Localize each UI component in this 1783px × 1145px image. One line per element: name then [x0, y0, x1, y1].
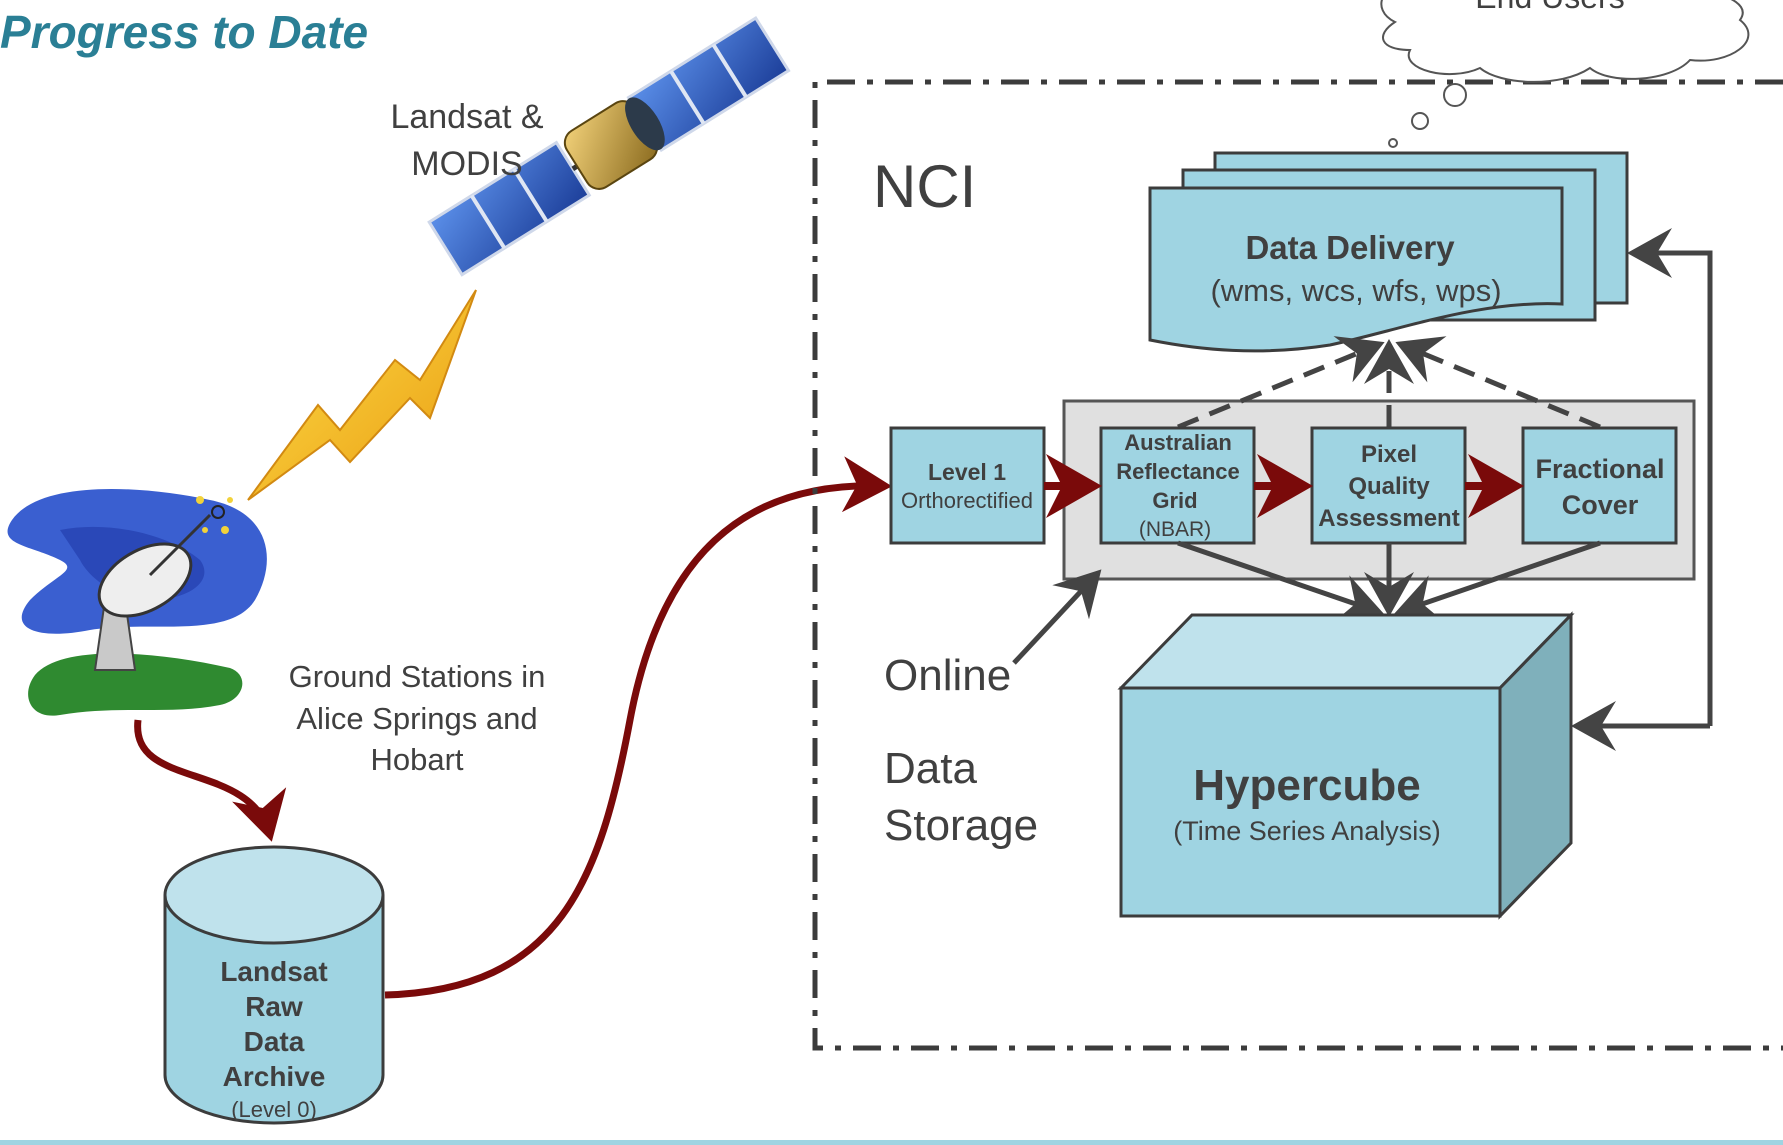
- raw-data-archive-cylinder: [163, 845, 385, 1125]
- nci-boundary: [812, 79, 1783, 1051]
- dashed-arrows-to-delivery: [1177, 336, 1601, 430]
- storage-label-line-2: Data: [884, 744, 977, 793]
- nci-label: NCI: [873, 153, 976, 220]
- ground-station-icon: [7, 488, 267, 716]
- nbar-line-2: Reflectance: [1116, 459, 1240, 484]
- nbar-sub: (NBAR): [1139, 518, 1211, 541]
- pqa-line-2: Quality: [1348, 473, 1430, 500]
- pqa-line-1: Pixel: [1361, 441, 1417, 468]
- hypercube-box: [1117, 611, 1575, 920]
- fractional-cover-box: [1521, 426, 1678, 545]
- archive-sublabel: (Level 0): [231, 1097, 317, 1122]
- data-delivery-sub: (wms, wcs, wfs, wps): [1210, 273, 1501, 308]
- level1-box: [889, 426, 1046, 545]
- satellite-label-line-2: MODIS: [411, 145, 522, 183]
- hypercube-title: Hypercube: [1193, 761, 1420, 810]
- nbar-line-3: Grid: [1152, 488, 1197, 513]
- end-users-cloud: [1380, 0, 1750, 148]
- satellite-icon: [427, 15, 791, 277]
- storage-pointer-arrow: [1012, 569, 1102, 665]
- fc-line-2: Cover: [1562, 490, 1639, 520]
- page-title: Progress to Date: [0, 6, 368, 58]
- archive-label-line-2: Raw: [245, 991, 303, 1022]
- arrows-to-hypercube: [1177, 540, 1601, 623]
- bottom-accent-bar: [0, 1140, 1783, 1145]
- archive-label-line-4: Archive: [223, 1061, 326, 1092]
- pqa-line-3: Assessment: [1318, 505, 1459, 532]
- ground-label-line-3: Hobart: [370, 742, 463, 777]
- storage-label-line-3: Storage: [884, 801, 1038, 850]
- level1-title: Level 1: [928, 459, 1006, 485]
- nbar-line-1: Australian: [1124, 430, 1232, 455]
- feedback-arrow-to-delivery: [1627, 228, 1713, 726]
- lightning-bolt-icon: [247, 289, 477, 501]
- nbar-box: [1099, 426, 1256, 545]
- fc-line-1: Fractional: [1535, 454, 1664, 484]
- archive-label-line-1: Landsat: [220, 956, 327, 987]
- archive-label-line-3: Data: [244, 1026, 305, 1057]
- arrow-ground-to-archive: [134, 719, 287, 842]
- cloud-label: End Users: [1475, 0, 1624, 15]
- storage-label-line-1: Online: [884, 651, 1011, 700]
- data-delivery-document: [1148, 151, 1629, 353]
- satellite-label-line-1: Landsat &: [390, 98, 543, 136]
- level1-sub: Orthorectified: [901, 488, 1033, 513]
- hypercube-sub: (Time Series Analysis): [1173, 816, 1441, 846]
- ground-label-line-1: Ground Stations in: [289, 659, 546, 694]
- arrow-archive-to-level1: [384, 456, 892, 999]
- data-delivery-title: Data Delivery: [1245, 229, 1455, 266]
- ground-label-line-2: Alice Springs and: [296, 701, 537, 736]
